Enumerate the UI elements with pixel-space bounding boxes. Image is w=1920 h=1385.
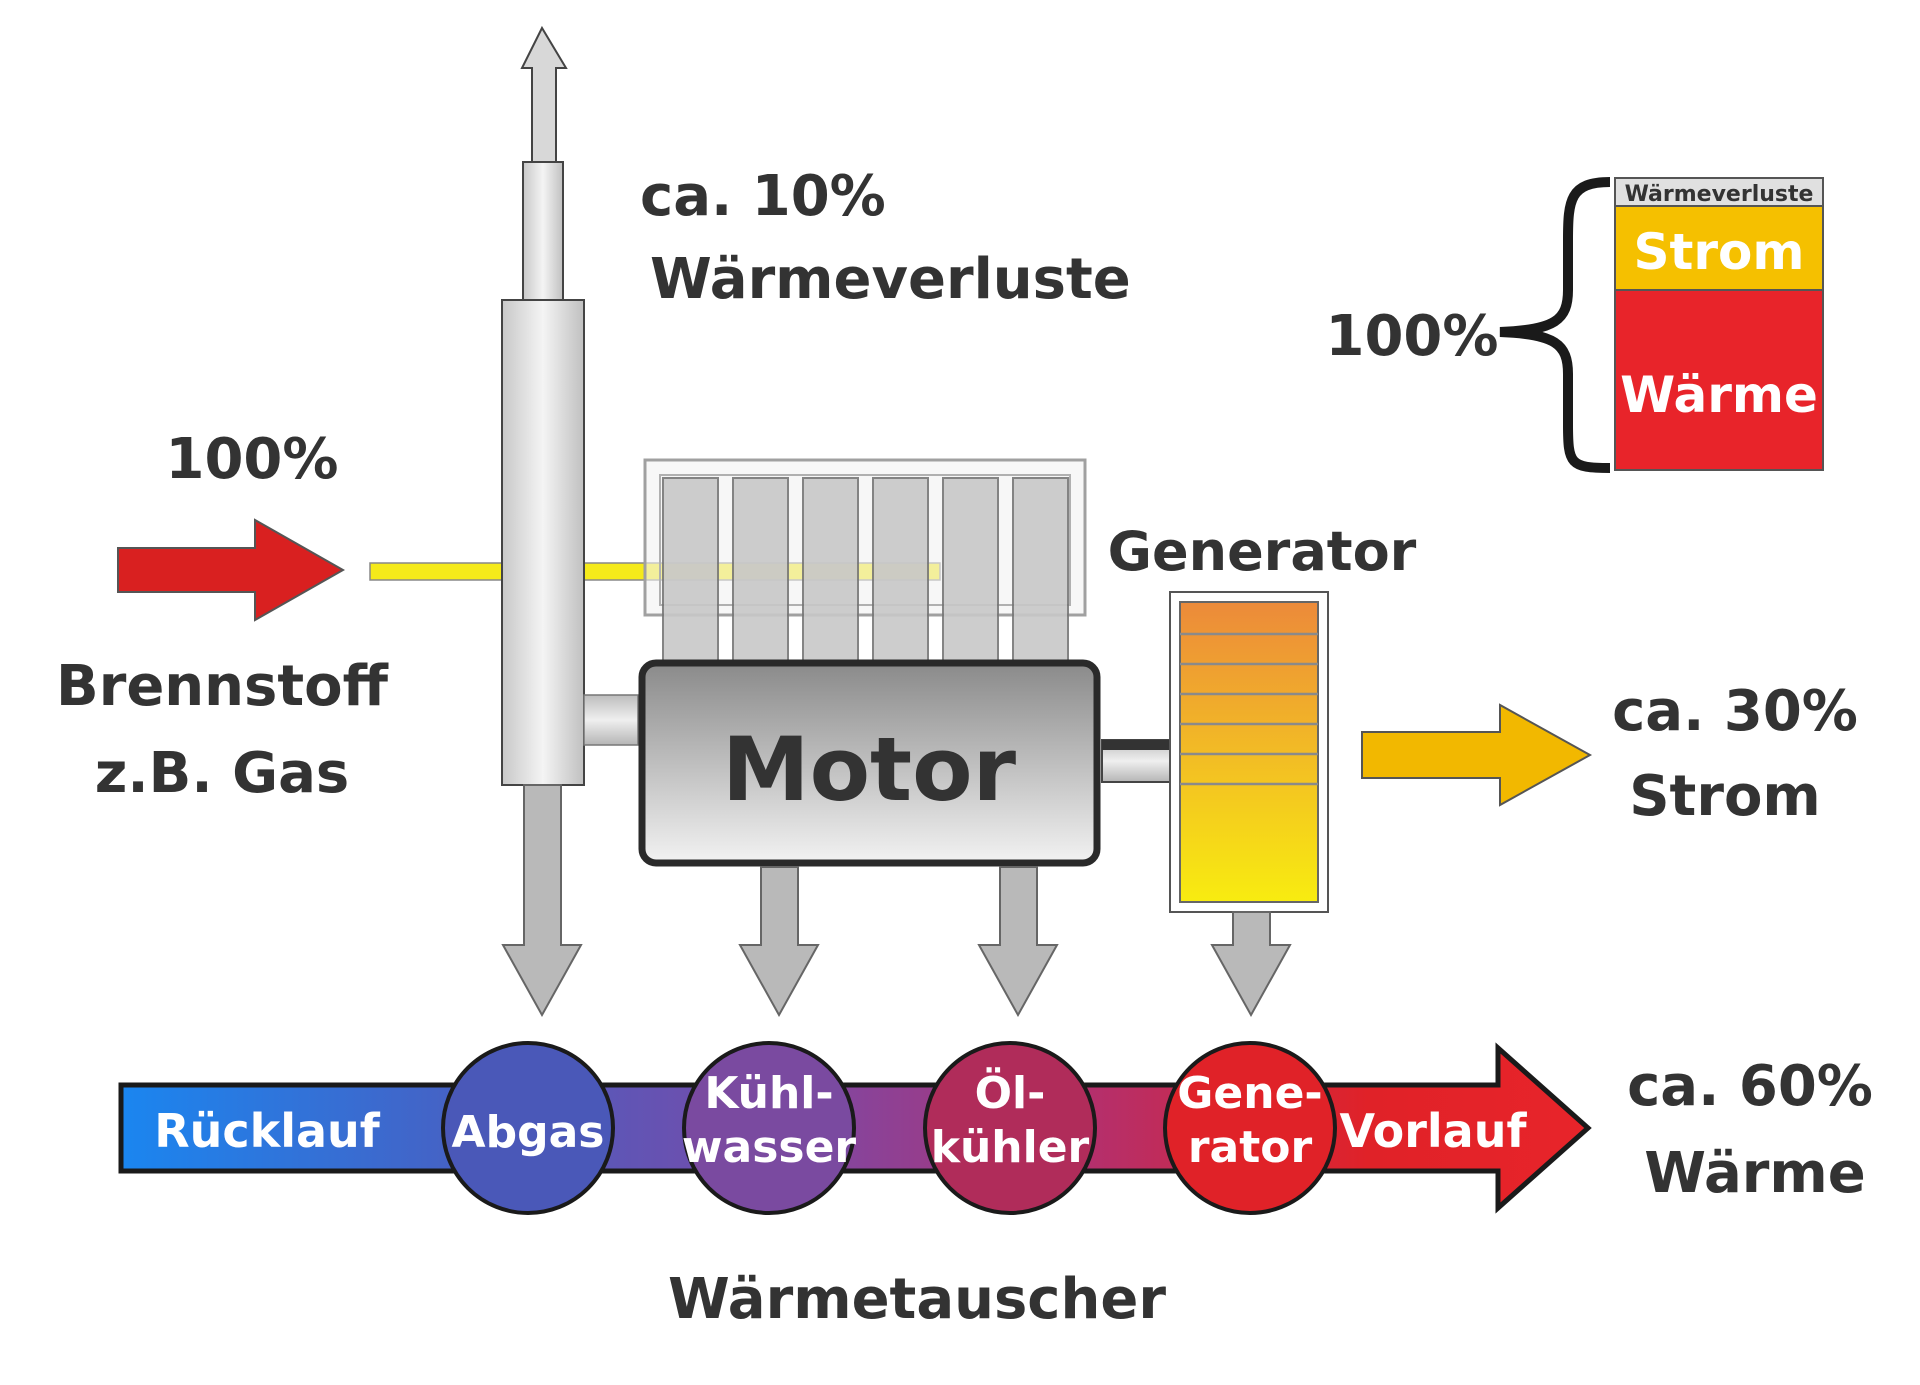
fuel-label-line1: Brennstoff <box>56 654 389 719</box>
cylinder-block <box>643 458 1087 669</box>
legend-power: Strom <box>1633 223 1804 281</box>
exchanger-oil-line1: Öl- <box>975 1066 1046 1119</box>
fuel-arrow <box>117 518 346 622</box>
heat-percent: ca. 60% <box>1627 1054 1873 1119</box>
exchanger-coolant-line2: wasser <box>682 1122 857 1173</box>
exchanger-coolant-line1: Kühl- <box>704 1068 833 1119</box>
exchanger-oil <box>923 1041 1097 1215</box>
generator-block <box>1169 591 1329 913</box>
generator-label: Generator <box>1108 520 1417 583</box>
exchanger-coolant <box>682 1041 856 1215</box>
loss-percent: ca. 10% <box>640 164 886 229</box>
return-label: Rücklauf <box>154 1104 381 1158</box>
exchanger-title: Wärmetauscher <box>668 1267 1166 1332</box>
exchanger-oil-line2: kühler <box>931 1122 1090 1173</box>
power-label: Strom <box>1629 764 1821 829</box>
legend-total: 100% <box>1325 304 1498 369</box>
power-arrow <box>1361 703 1593 807</box>
legend-losses: Wärmeverluste <box>1625 182 1814 207</box>
heat-label: Wärme <box>1644 1141 1866 1206</box>
exchanger-generator-line1: Gene- <box>1177 1068 1322 1119</box>
exchanger-exhaust-label: Abgas <box>452 1107 605 1158</box>
power-percent: ca. 30% <box>1612 679 1858 744</box>
exchanger-exhaust <box>441 1041 615 1215</box>
energy-legend: 100% Wärmeverluste Strom Wärme <box>1325 177 1824 473</box>
exchanger-generator <box>1163 1041 1337 1215</box>
legend-brace <box>1499 177 1611 473</box>
heat-exchangers <box>441 1041 1337 1215</box>
fuel-label-line2: z.B. Gas <box>95 741 349 806</box>
supply-label: Vorlauf <box>1340 1104 1528 1158</box>
heat-down-arrows <box>501 784 1292 1018</box>
motor-block <box>638 659 1101 867</box>
fuel-percent: 100% <box>165 427 338 492</box>
legend-heat: Wärme <box>1620 366 1818 424</box>
exchanger-generator-line2: rator <box>1188 1122 1313 1173</box>
motor-label: Motor <box>722 718 1017 821</box>
exhaust-stack <box>501 25 639 786</box>
loss-label: Wärmeverluste <box>650 247 1131 312</box>
